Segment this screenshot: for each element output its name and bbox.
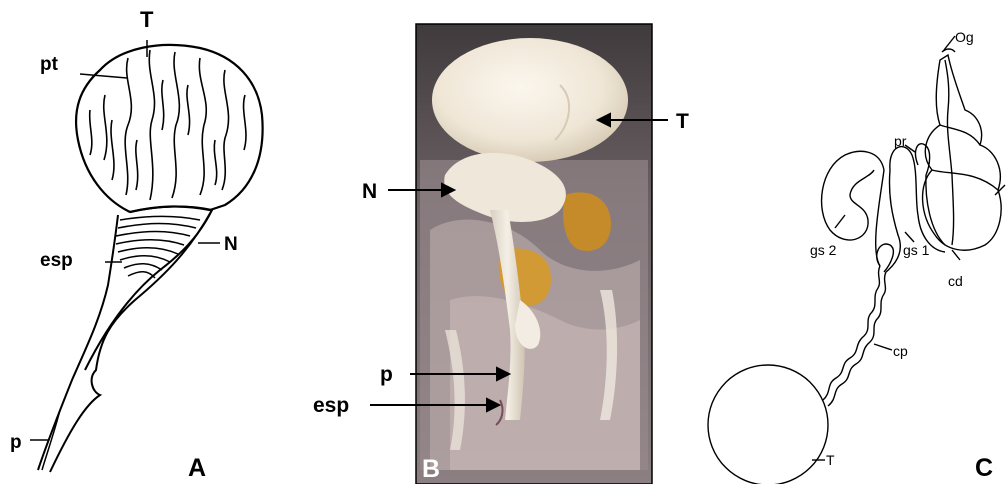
panel-a-label-N: N [224, 234, 238, 255]
panel-c-labels: Og pr gs 2 gs 1 cd cp T C [810, 29, 993, 482]
panel-c [708, 36, 1005, 484]
panel-c-label-gs1: gs 1 [903, 242, 930, 258]
panel-c-label-gs2: gs 2 [810, 242, 837, 258]
panel-c-label-Og: Og [955, 29, 974, 45]
panel-a-label-T: T [140, 7, 154, 32]
panel-c-cp-duct [823, 266, 880, 400]
panel-a-label-pt: pt [40, 54, 59, 75]
panel-c-letter: C [975, 454, 993, 482]
panel-c-organ [923, 55, 1002, 250]
panel-c-label-T: T [826, 452, 835, 468]
panel-b-label-esp: esp [313, 394, 349, 417]
panel-a: T pt esp N p A [10, 7, 263, 482]
panel-a-testis-outline [76, 45, 263, 212]
panel-b-letter: B [422, 455, 440, 483]
panel-c-label-pr: pr [894, 133, 907, 149]
panel-b-label-p: p [380, 363, 393, 386]
panel-b: T N p esp B [313, 24, 689, 484]
panel-c-label-cd: cd [948, 273, 963, 289]
panel-a-letter: A [188, 454, 206, 482]
panel-a-label-esp: esp [40, 250, 73, 271]
panel-c-testis [708, 365, 828, 484]
panel-b-label-N: N [362, 180, 377, 203]
panel-a-tubules [90, 50, 246, 200]
panel-b-testis [432, 38, 628, 162]
panel-c-pr-loop [916, 144, 930, 175]
panel-c-gs2-loop [822, 151, 884, 240]
panel-b-label-T: T [676, 110, 689, 133]
panel-a-label-p: p [10, 432, 22, 453]
panel-c-label-cp: cp [893, 343, 908, 359]
